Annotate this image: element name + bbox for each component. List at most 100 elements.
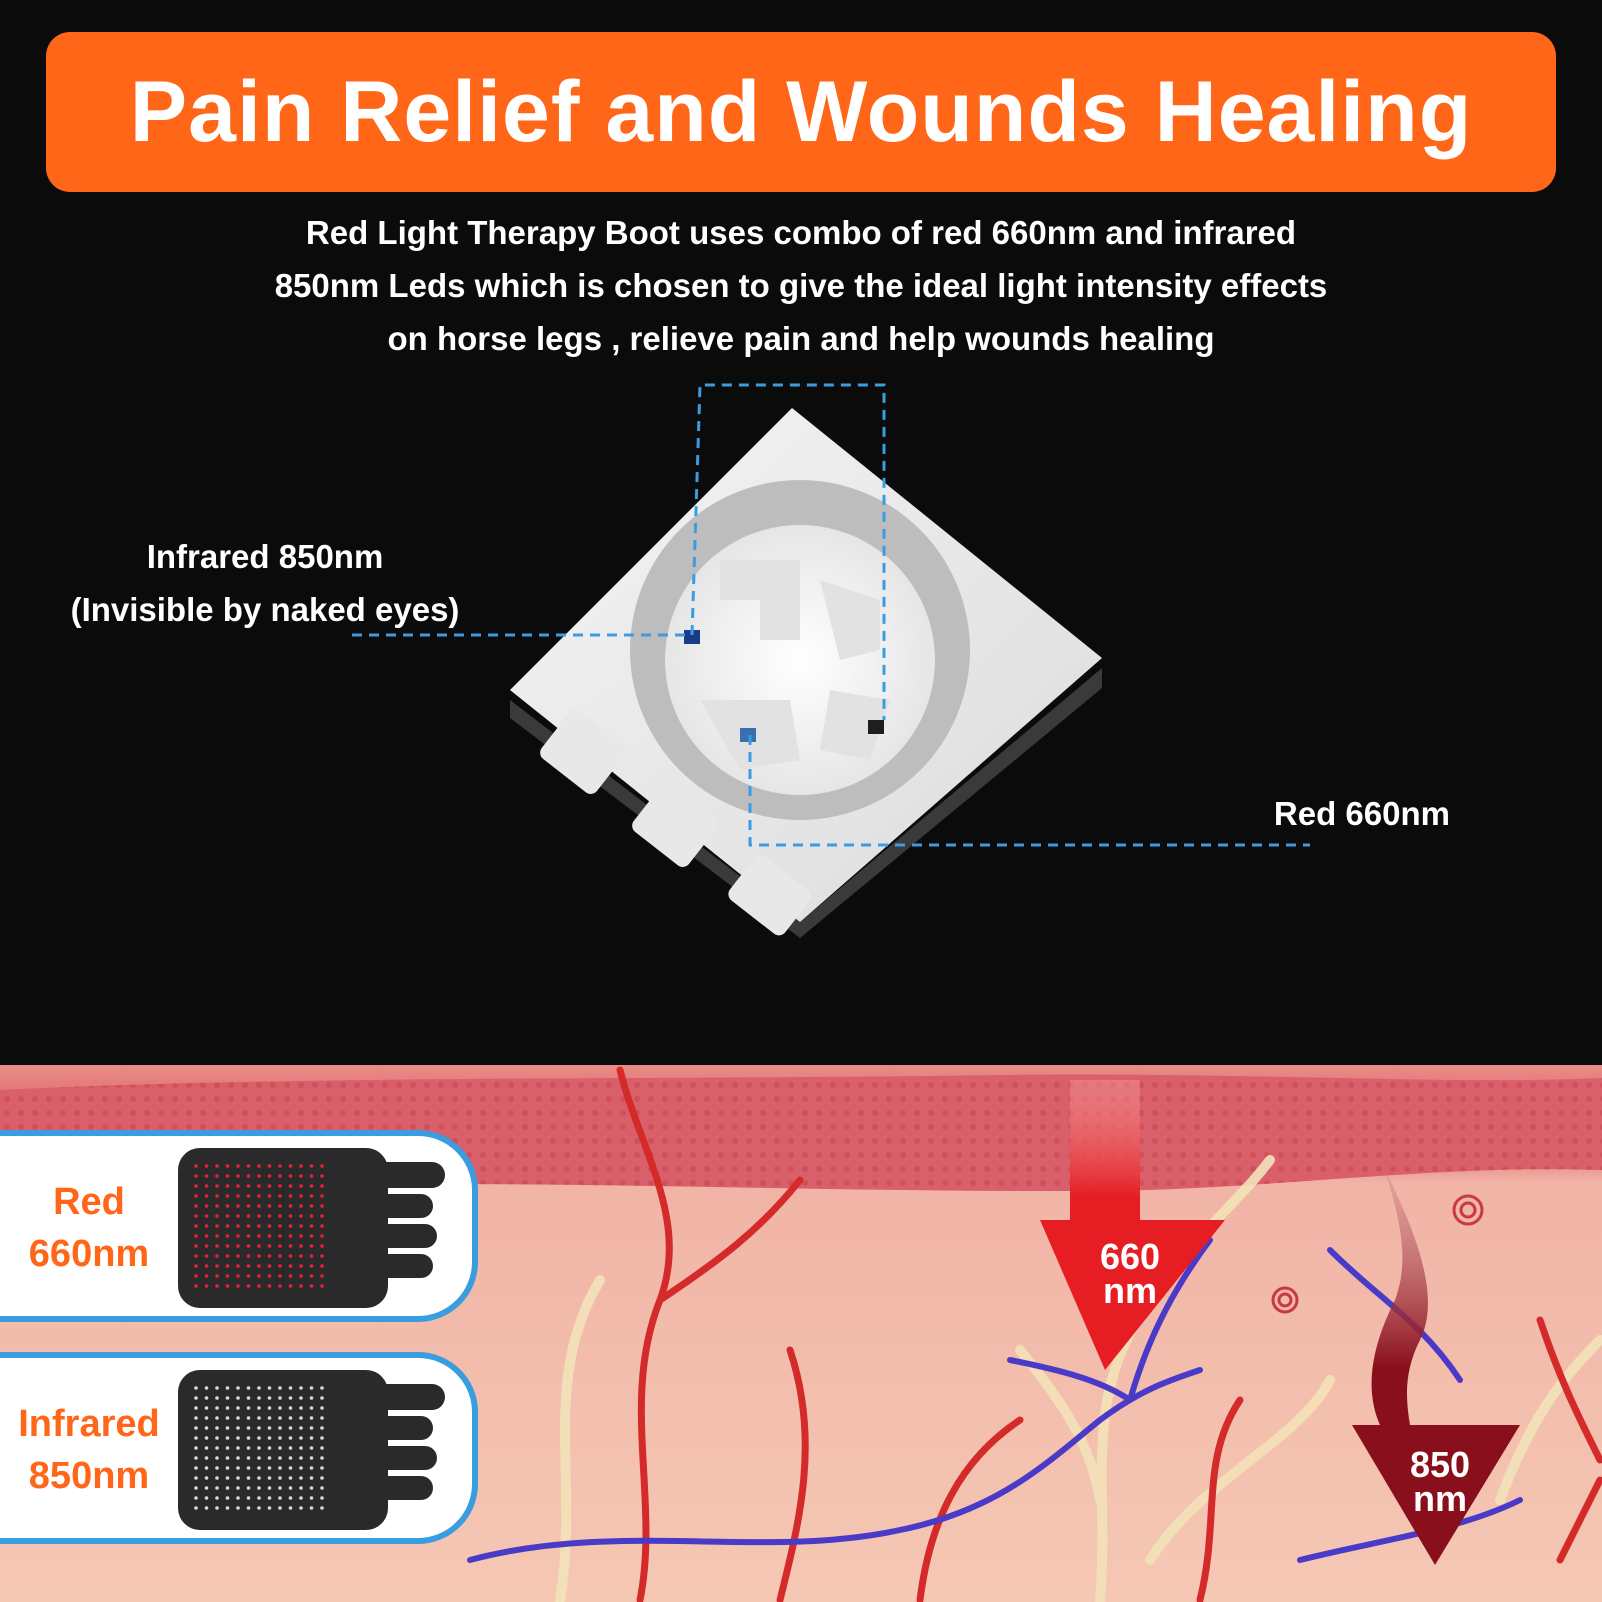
led-dot [194,1244,198,1248]
led-dot [225,1486,230,1490]
led-dot [288,1386,293,1390]
led-dot [246,1386,251,1390]
red-mode-label-line-1: Red [53,1181,125,1223]
led-dot [278,1234,282,1238]
led-dot [204,1264,209,1268]
led-dot [320,1244,324,1248]
led-dot [309,1486,314,1490]
description-line-1: Red Light Therapy Boot uses combo of red… [305,214,1297,251]
follicle [1459,1201,1477,1219]
led-dot [204,1406,209,1410]
led-dot [257,1396,261,1400]
red-led-pad-icon [178,1148,445,1308]
description-text: Red Light Therapy Boot uses combo of red… [200,206,1402,365]
led-dot [299,1386,303,1390]
led-dot [288,1214,293,1218]
led-dot [215,1486,219,1490]
led-dot [225,1184,230,1188]
led-dot [215,1386,219,1390]
led-dot [299,1496,303,1500]
led-dot [288,1496,293,1500]
red-label: Red 660nm [1273,795,1450,832]
led-dot [309,1416,314,1420]
led-dot [267,1416,272,1420]
led-dot [204,1184,209,1188]
led-dot [257,1164,261,1168]
artery [1196,1396,1244,1602]
led-dot [236,1194,240,1198]
led-dot [204,1396,209,1400]
led-dot [225,1426,230,1430]
led-dot [204,1274,209,1278]
led-dot [246,1284,251,1288]
led-dot [194,1254,198,1258]
led-dot [267,1396,272,1400]
led-dot [299,1406,303,1410]
chip-pad [540,710,626,794]
led-dot [236,1406,240,1410]
led-dot [215,1406,219,1410]
led-dot [299,1184,303,1188]
infrared-arrow-label: 850 nm [1380,1447,1500,1517]
led-dot [288,1426,293,1430]
led-dot [236,1264,240,1268]
led-dot [257,1194,261,1198]
led-dot [267,1174,272,1178]
led-dot [267,1476,272,1480]
led-dot [267,1486,272,1490]
led-dot [204,1506,209,1510]
infrared-label-line-2: (Invisible by naked eyes) [70,591,460,628]
led-dot [278,1284,282,1288]
led-dot [309,1274,314,1278]
led-dot [194,1264,198,1268]
led-dot [246,1264,251,1268]
led-dot [309,1184,314,1188]
led-dot [309,1204,314,1208]
led-dot [299,1164,303,1168]
led-dot [236,1446,240,1450]
led-dot [309,1476,314,1480]
led-dot [309,1264,314,1268]
led-dot [246,1244,251,1248]
led-dot [257,1486,261,1490]
led-dot [309,1244,314,1248]
led-dot [236,1164,240,1168]
led-dot [246,1204,251,1208]
led-dot [225,1396,230,1400]
led-dot [225,1214,230,1218]
led-dot [320,1164,324,1168]
led-dot [225,1164,230,1168]
infrared-mode-label-line-1: Infrared [18,1403,160,1445]
led-dot [320,1234,324,1238]
led-dot [194,1496,198,1500]
led-dot [257,1476,261,1480]
led-dot [320,1184,324,1188]
led-dot [204,1284,209,1288]
led-dot [204,1164,209,1168]
led-dot [267,1184,272,1188]
red-660-arrow [1040,1080,1225,1370]
led-dot [236,1254,240,1258]
description-line-2: 850nm Leds which is chosen to give the i… [274,267,1328,304]
led-dot [215,1506,219,1510]
red-callout-line [748,735,1310,847]
infrared-label-line-1: Infrared 850nm [146,538,384,575]
led-dot [236,1184,240,1188]
led-dot [288,1396,293,1400]
led-dot [278,1456,282,1460]
led-dot [236,1274,240,1278]
infrared-mode-card: Infrared 850nm [0,1352,478,1544]
led-dot [309,1456,314,1460]
led-dot [309,1466,314,1470]
led-dot [267,1214,272,1218]
led-dot [246,1486,251,1490]
led-dot [320,1274,324,1278]
led-dot [320,1174,324,1178]
led-dot [267,1456,272,1460]
led-dot [236,1506,240,1510]
led-dot [288,1244,293,1248]
led-dot [288,1224,293,1228]
infrared-label: Infrared 850nm (Invisible by naked eyes) [30,530,500,636]
led-dot [194,1486,198,1490]
led-dot [225,1254,230,1258]
